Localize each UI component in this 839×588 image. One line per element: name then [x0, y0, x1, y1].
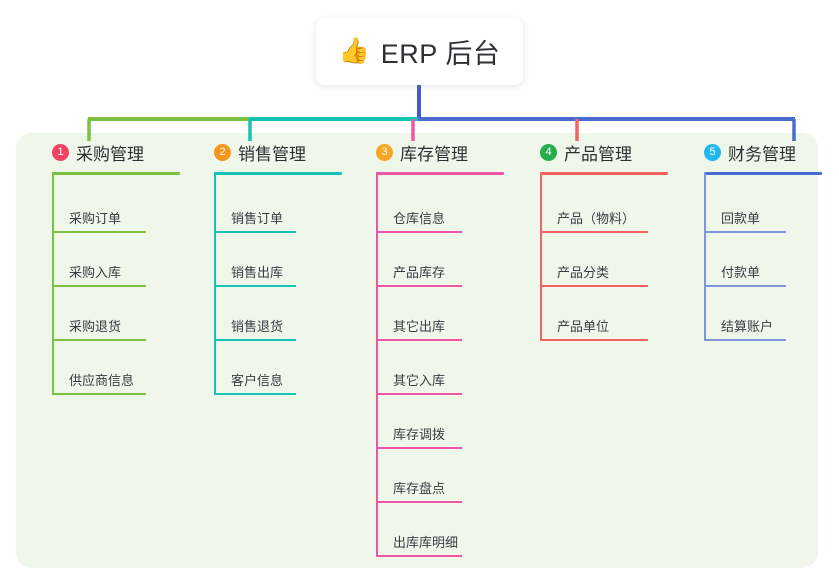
- column-rule-3: [376, 172, 504, 175]
- leaf-item[interactable]: 销售出库: [214, 257, 296, 287]
- column-2: 2 销售管理销售订单销售出库销售退货客户信息: [194, 133, 342, 395]
- columns-container: 1 采购管理采购订单采购入库采购退货供应商信息 2 销售管理销售订单销售出库销售退货客…: [16, 133, 822, 568]
- leaf-label: 产品（物料）: [557, 211, 636, 226]
- leaf-item[interactable]: 采购退货: [52, 311, 146, 341]
- leaf-item[interactable]: 其它入库: [376, 365, 462, 395]
- leaf-label: 客户信息: [231, 373, 284, 388]
- leaf-item[interactable]: 结算账户: [704, 311, 786, 341]
- column-rule-4: [540, 172, 668, 175]
- column-3: 3 库存管理仓库信息产品库存其它出库其它入库库存调拨库存盘点出库库明细: [356, 133, 504, 557]
- leaf-label: 付款单: [721, 265, 761, 280]
- leaf-label: 出库库明细: [393, 535, 459, 550]
- leaf-item[interactable]: 仓库信息: [376, 203, 462, 233]
- column-badge-3: 3: [376, 143, 393, 161]
- leaf-item[interactable]: 出库库明细: [376, 527, 462, 557]
- leaf-label: 其它入库: [393, 373, 446, 388]
- root-title: ERP 后台: [380, 39, 501, 69]
- column-header-4[interactable]: 4 产品管理: [520, 133, 632, 171]
- leaf-label: 产品单位: [557, 319, 610, 334]
- column-badge-1: 1: [52, 143, 69, 161]
- leaf-item[interactable]: 采购订单: [52, 203, 146, 233]
- leaf-label: 仓库信息: [393, 211, 446, 226]
- leaf-rule: [376, 501, 462, 503]
- root-node[interactable]: 👍 ERP 后台: [316, 18, 523, 85]
- column-1: 1 采购管理采购订单采购入库采购退货供应商信息: [32, 133, 180, 395]
- column-spine-3: [376, 172, 378, 557]
- leaf-label: 采购入库: [69, 265, 122, 280]
- leaf-rule: [540, 285, 648, 287]
- leaf-item[interactable]: 产品（物料）: [540, 203, 648, 233]
- leaf-label: 销售退货: [231, 319, 284, 334]
- column-spine-2: [214, 172, 216, 395]
- leaf-item[interactable]: 产品库存: [376, 257, 462, 287]
- column-5: 5 财务管理回款单付款单结算账户: [684, 133, 822, 341]
- column-title-4: 产品管理: [564, 144, 632, 164]
- column-spine-4: [540, 172, 542, 341]
- column-spine-5: [704, 172, 706, 341]
- leaf-label: 库存盘点: [393, 481, 446, 496]
- leaf-rule: [376, 339, 462, 341]
- column-title-3: 库存管理: [400, 144, 468, 164]
- leaf-label: 产品分类: [557, 265, 610, 280]
- leaf-label: 回款单: [721, 211, 761, 226]
- leaf-item[interactable]: 库存盘点: [376, 473, 462, 503]
- column-spine-1: [52, 172, 54, 395]
- leaf-label: 库存调拨: [393, 427, 446, 442]
- leaf-item[interactable]: 产品分类: [540, 257, 648, 287]
- leaf-rule: [376, 285, 462, 287]
- leaf-rule: [52, 285, 146, 287]
- column-title-2: 销售管理: [238, 144, 306, 164]
- leaf-label: 采购退货: [69, 319, 122, 334]
- leaf-rule: [704, 231, 786, 233]
- column-title-1: 采购管理: [76, 144, 144, 164]
- column-rule-2: [214, 172, 342, 175]
- leaf-rule: [52, 339, 146, 341]
- leaf-rule: [214, 393, 296, 395]
- leaf-item[interactable]: 回款单: [704, 203, 786, 233]
- leaf-rule: [214, 231, 296, 233]
- leaf-item[interactable]: 销售订单: [214, 203, 296, 233]
- column-rule-1: [52, 172, 180, 175]
- leaf-item[interactable]: 其它出库: [376, 311, 462, 341]
- leaf-item[interactable]: 采购入库: [52, 257, 146, 287]
- column-header-1[interactable]: 1 采购管理: [32, 133, 144, 171]
- leaf-item[interactable]: 客户信息: [214, 365, 296, 395]
- leaf-rule: [704, 339, 786, 341]
- column-badge-5: 5: [704, 143, 721, 161]
- leaf-label: 结算账户: [721, 319, 774, 334]
- leaf-label: 产品库存: [393, 265, 446, 280]
- column-4: 4 产品管理产品（物料） 产品分类产品单位: [520, 133, 668, 341]
- leaf-label: 销售订单: [231, 211, 284, 226]
- leaf-rule: [214, 285, 296, 287]
- leaf-rule: [704, 285, 786, 287]
- column-header-2[interactable]: 2 销售管理: [194, 133, 306, 171]
- leaf-item[interactable]: 供应商信息: [52, 365, 146, 395]
- leaf-rule: [540, 339, 648, 341]
- leaf-item[interactable]: 库存调拨: [376, 419, 462, 449]
- leaf-label: 销售出库: [231, 265, 284, 280]
- leaf-label: 供应商信息: [69, 373, 135, 388]
- leaf-rule: [214, 339, 296, 341]
- leaf-rule: [52, 231, 146, 233]
- leaf-label: 其它出库: [393, 319, 446, 334]
- column-rule-5: [704, 172, 822, 175]
- leaf-rule: [376, 231, 462, 233]
- leaf-rule: [540, 231, 648, 233]
- leaf-rule: [376, 447, 462, 449]
- column-badge-4: 4: [540, 143, 557, 161]
- column-title-5: 财务管理: [728, 144, 796, 164]
- leaf-rule: [52, 393, 146, 395]
- thumbs-up-icon: 👍: [338, 37, 370, 65]
- leaf-rule: [376, 555, 462, 557]
- leaf-item[interactable]: 产品单位: [540, 311, 648, 341]
- content-panel: [16, 133, 818, 568]
- leaf-item[interactable]: 付款单: [704, 257, 786, 287]
- leaf-label: 采购订单: [69, 211, 122, 226]
- column-header-3[interactable]: 3 库存管理: [356, 133, 468, 171]
- column-badge-2: 2: [214, 143, 231, 161]
- leaf-rule: [376, 393, 462, 395]
- column-header-5[interactable]: 5 财务管理: [684, 133, 796, 171]
- leaf-item[interactable]: 销售退货: [214, 311, 296, 341]
